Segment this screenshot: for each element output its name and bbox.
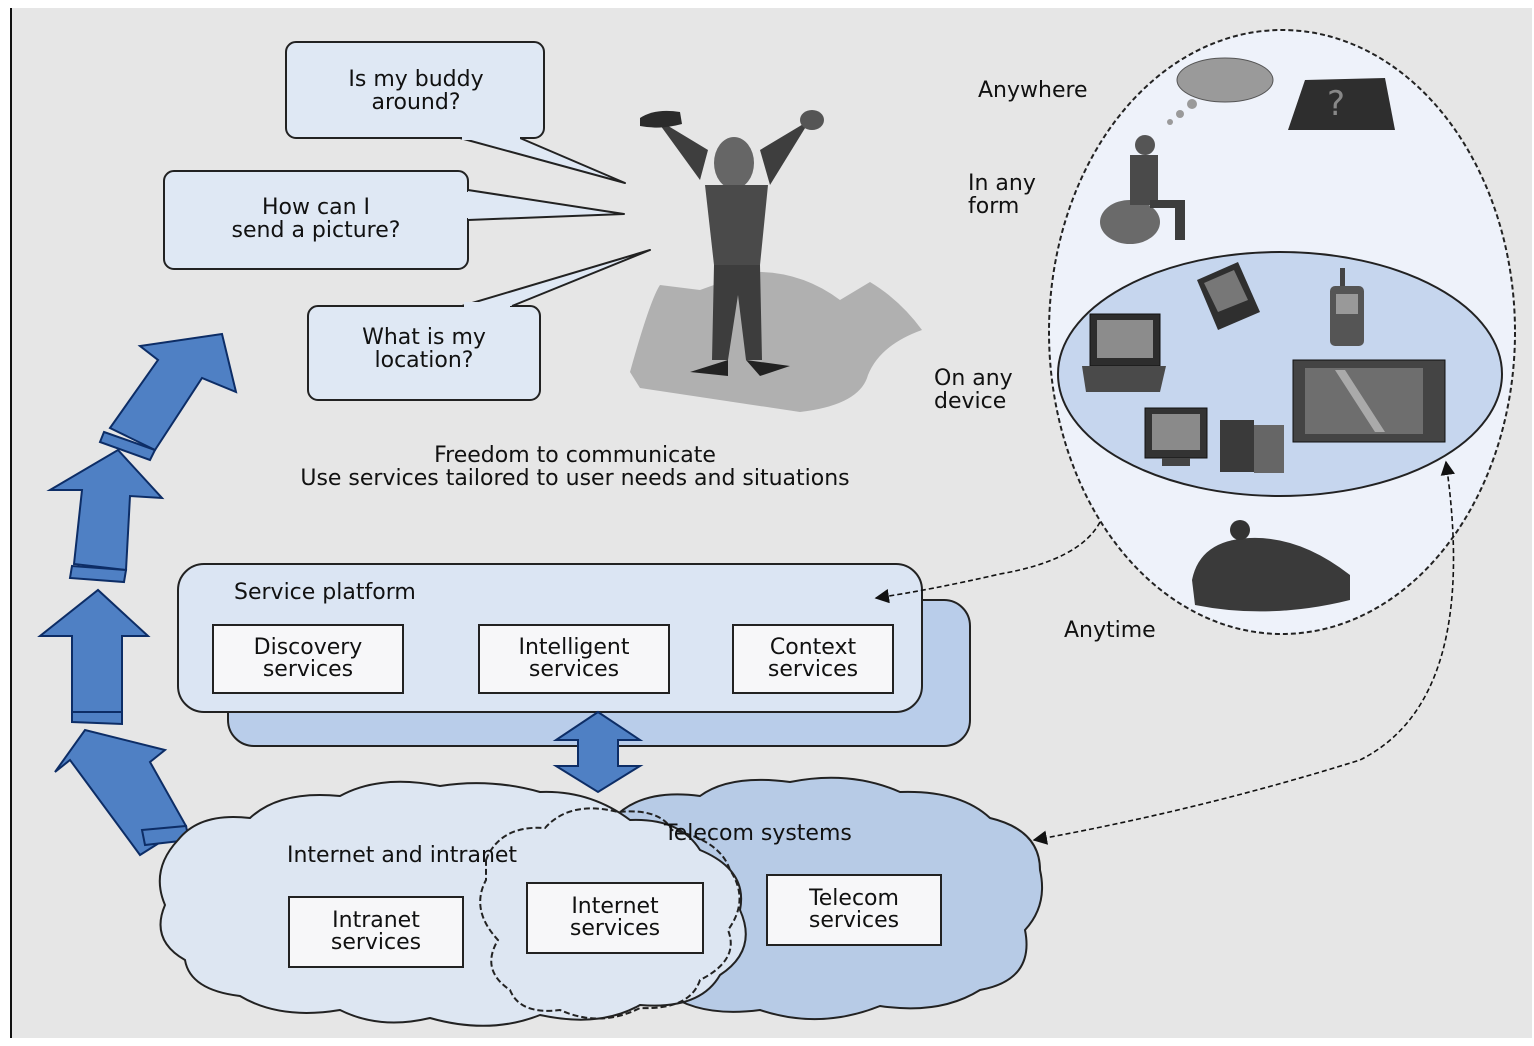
growth-arrow-upper-mid [46, 448, 165, 584]
intranet-services-box: Intranet services [288, 896, 464, 968]
anywhere-label: Anywhere [978, 78, 1088, 103]
svg-text:?: ? [1327, 84, 1345, 124]
any-form-label: In any form [968, 171, 1036, 219]
bubble-picture-text: How can I send a picture? [231, 195, 401, 243]
anytime-label: Anytime [1064, 618, 1156, 643]
intelligent-services-box: Intelligent services [478, 624, 670, 694]
context-services-box: Context services [732, 624, 894, 694]
service-platform-title: Service platform [234, 580, 416, 605]
bubble-location-text: What is my location? [362, 325, 486, 373]
dashed-arrow-to-platform [874, 521, 1101, 604]
growth-arrow-bottom [54, 728, 191, 857]
internet-services-overlap [479, 807, 741, 1020]
telecom-services-box: Telecom services [766, 874, 942, 946]
freedom-caption-line2: Use services tailored to user needs and … [300, 466, 850, 491]
bubble-buddy-text: Is my buddy around? [348, 67, 484, 115]
mobile-phone-icon [1330, 268, 1364, 346]
platform-network-double-arrow [552, 710, 644, 794]
speech-bubble-location [307, 249, 651, 401]
speech-bubble-picture [163, 170, 625, 270]
discovery-services-box: Discovery services [212, 624, 404, 694]
thought-cloud-icon [1167, 57, 1274, 125]
telecom-systems-label: Telecom systems [664, 821, 852, 846]
tv-icon [1292, 359, 1446, 443]
growth-arrow-top [98, 332, 238, 462]
dashed-arrow-telecom-devices [1032, 460, 1455, 845]
freedom-caption-line1: Freedom to communicate [434, 443, 716, 468]
internet-intranet-label: Internet and intranet [287, 843, 518, 868]
pda-icon [1197, 262, 1260, 330]
laptop-icon [1082, 313, 1166, 392]
person-shadow [630, 271, 922, 412]
question-picture-icon: ? [1288, 78, 1395, 130]
speech-bubble-buddy [285, 41, 626, 184]
internet-services-box: Internet services [526, 882, 704, 954]
any-device-label: On any device [934, 366, 1013, 414]
standing-person-icon [640, 110, 824, 376]
sitting-person-icon [1100, 135, 1185, 244]
growth-arrow-lower-mid [37, 588, 151, 726]
